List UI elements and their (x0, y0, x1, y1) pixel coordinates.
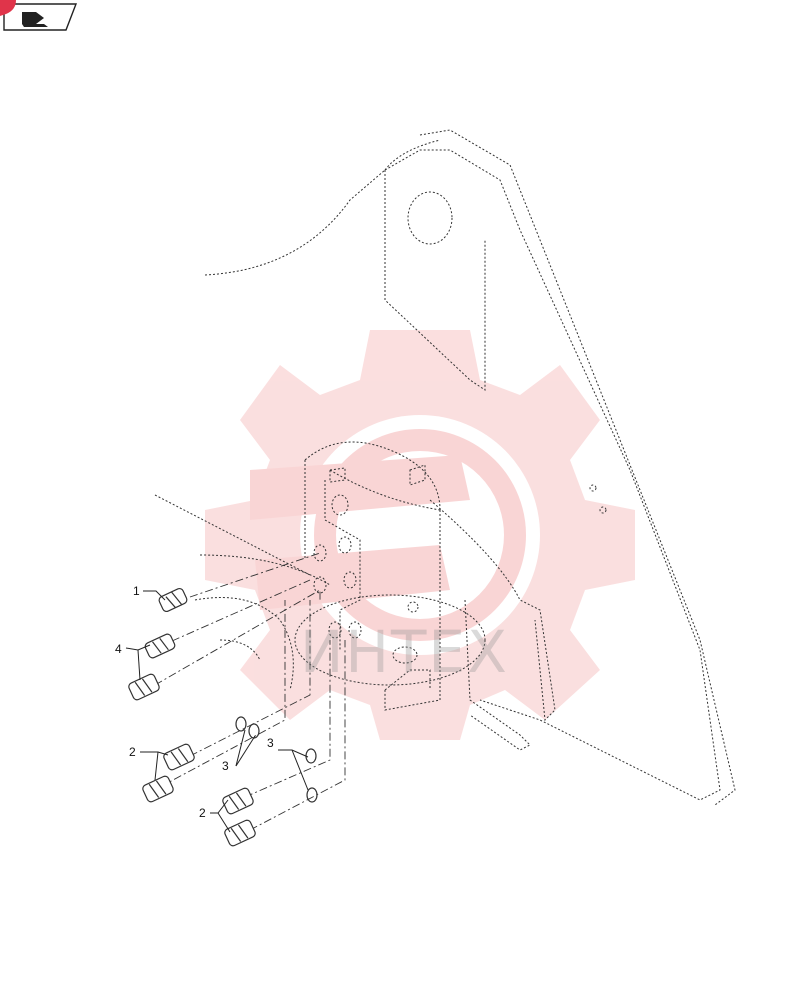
valve-block (194, 441, 556, 751)
fitting-2b (142, 775, 174, 803)
frame-plate (154, 129, 736, 806)
gear-logo-icon (205, 330, 635, 740)
fitting-2a (163, 743, 195, 771)
callout-3b: 3 (267, 736, 274, 750)
callout-1: 1 (133, 584, 140, 598)
red-corner-badge-icon (0, 0, 16, 16)
book-arrow-icon (22, 12, 48, 27)
fitting-4b (128, 673, 160, 701)
callout-2b: 2 (199, 806, 206, 820)
fitting-2d (224, 819, 256, 847)
fitting-1 (158, 587, 188, 613)
assembly-guide-lines (154, 552, 346, 831)
callout-4: 4 (115, 642, 122, 656)
header-tab[interactable] (0, 0, 90, 36)
callout-3a: 3 (222, 759, 229, 773)
leader-lines (125, 590, 309, 833)
fitting-2c (222, 787, 254, 815)
fitting-4a (144, 633, 176, 659)
callout-2a: 2 (129, 745, 136, 759)
